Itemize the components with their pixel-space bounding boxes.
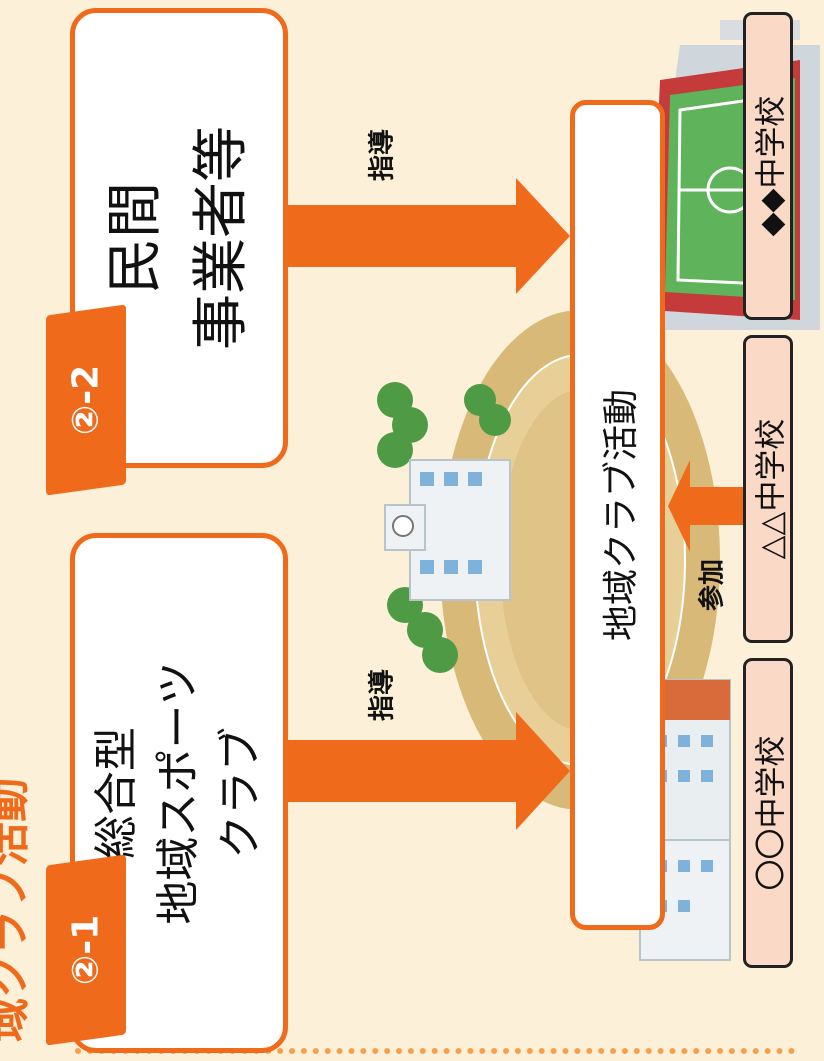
community-club-activity-box: 地域クラブ活動 [570,100,665,930]
soccer-stadium-icon [640,20,820,330]
guide-label-1: 指導 [367,668,398,722]
school-box-3: ◆◆中学校 [743,12,793,320]
school-building-icon [384,459,511,601]
participate-label: 参加 [697,558,728,612]
arrow-participate [668,460,745,552]
school-box-1: 〇〇中学校 [743,658,793,968]
arrow-guide-1 [288,712,570,830]
school-box-2: △△中学校 [743,335,793,643]
dotted-divider [75,1048,795,1054]
arrow-guide-2 [288,178,570,294]
trees-icon [377,382,511,673]
badge-2-1: ②-1 [28,854,128,1046]
guide-label-2: 指導 [367,128,398,182]
badge-2-2: ②-2 [28,304,128,496]
